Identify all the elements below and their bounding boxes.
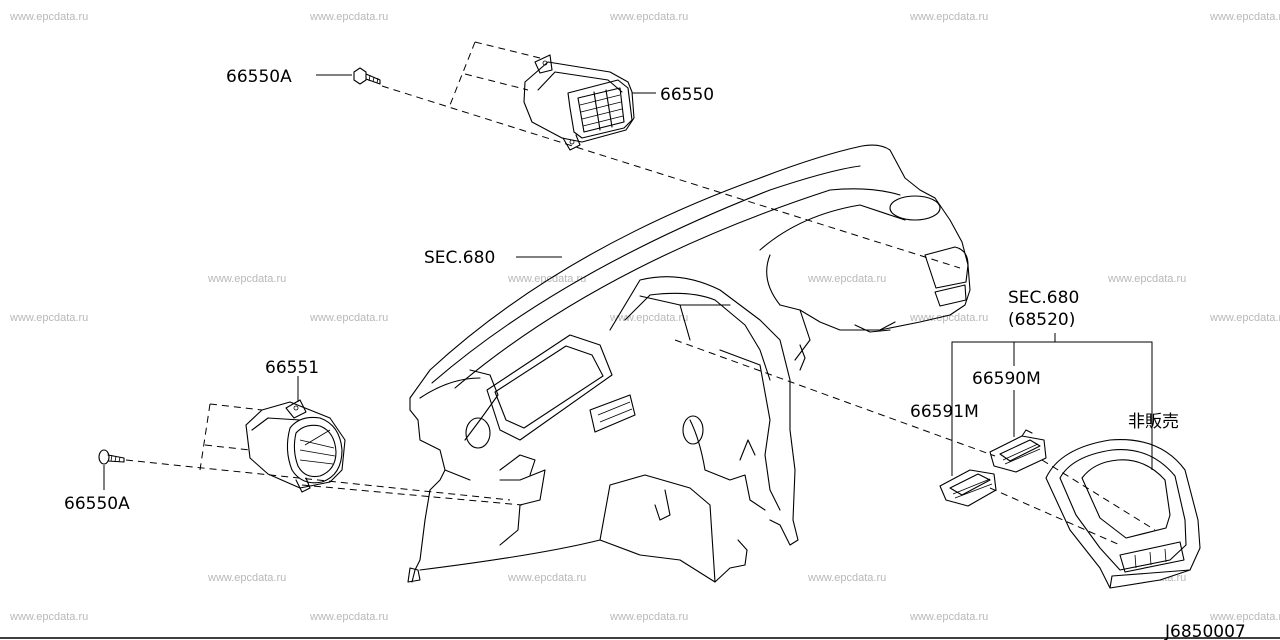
watermark: www.epcdata.ru <box>909 312 988 324</box>
label-66551: 66551 <box>265 358 319 378</box>
watermark: www.epcdata.ru <box>507 572 586 584</box>
watermark: www.epcdata.ru <box>1209 611 1280 623</box>
label-66590M: 66590M <box>972 369 1041 389</box>
label-66550: 66550 <box>660 85 714 105</box>
grille-66590M <box>989 429 1047 473</box>
screw-66550A-top <box>353 67 381 85</box>
side-vent-opening <box>465 417 491 449</box>
watermark: www.epcdata.ru <box>1209 11 1280 23</box>
watermark: www.epcdata.ru <box>609 11 688 23</box>
side-vent-66551 <box>245 399 346 493</box>
watermark: www.epcdata.ru <box>909 11 988 23</box>
watermark: www.epcdata.ru <box>9 312 88 324</box>
watermark: www.epcdata.ru <box>9 611 88 623</box>
label-sec680-ref: SEC.680 <box>1008 288 1079 308</box>
label-66550A-top: 66550A <box>226 67 292 87</box>
watermark: www.epcdata.ru <box>507 273 586 285</box>
screw-66550A-bottom <box>98 449 125 465</box>
instrument-panel-drawing <box>407 144 971 583</box>
watermark-layer: www.epcdata.ru www.epcdata.ru www.epcdat… <box>9 11 1280 623</box>
watermark: www.epcdata.ru <box>609 312 688 324</box>
grille-66591M <box>939 469 997 507</box>
watermark: www.epcdata.ru <box>309 312 388 324</box>
watermark: www.epcdata.ru <box>1209 312 1280 324</box>
watermark: www.epcdata.ru <box>609 611 688 623</box>
label-66550A-bottom: 66550A <box>64 494 130 514</box>
label-68520: (68520) <box>1008 310 1075 330</box>
watermark: www.epcdata.ru <box>909 611 988 623</box>
watermark: www.epcdata.ru <box>309 11 388 23</box>
watermark: www.epcdata.ru <box>807 273 886 285</box>
label-66591M: 66591M <box>910 402 979 422</box>
label-not-for-sale: 非販売 <box>1128 412 1179 432</box>
watermark: www.epcdata.ru <box>207 572 286 584</box>
part-labels: 66550A 66550 SEC.680 66551 66550A SEC.68… <box>64 67 1246 640</box>
watermark: www.epcdata.ru <box>1107 273 1186 285</box>
explosion-lines <box>125 41 1156 546</box>
watermark: www.epcdata.ru <box>807 572 886 584</box>
center-vent-66550 <box>523 54 635 151</box>
watermark: www.epcdata.ru <box>309 611 388 623</box>
label-sec680-panel: SEC.680 <box>424 248 495 268</box>
leader-lines <box>103 74 1153 490</box>
bezel-not-for-sale <box>1045 439 1201 589</box>
watermark: www.epcdata.ru <box>207 273 286 285</box>
speaker-grille <box>889 195 941 221</box>
diagram-id: J6850007 <box>1164 622 1246 640</box>
watermark: www.epcdata.ru <box>9 11 88 23</box>
